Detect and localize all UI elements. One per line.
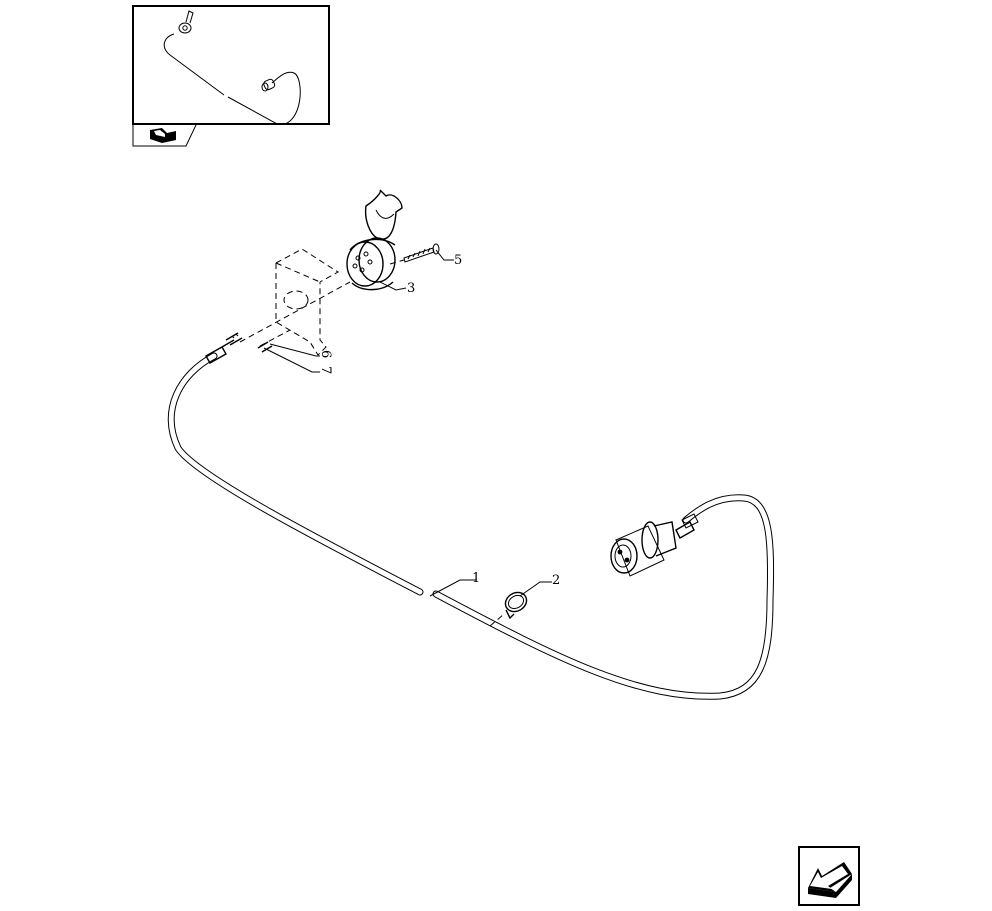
plug-connector <box>610 513 699 577</box>
clip-part-2 <box>489 591 528 627</box>
callout-2: 2 <box>552 573 560 588</box>
overview-thumbnail-icon <box>163 10 301 126</box>
callout-5: 5 <box>454 253 462 268</box>
callout-6: 6 <box>318 350 333 358</box>
socket-part-3 <box>346 189 403 291</box>
mounting-bracket <box>275 248 339 356</box>
terminals-part-6-7 <box>225 332 273 353</box>
callout-7: 7 <box>318 366 333 374</box>
book-icon <box>150 128 176 143</box>
cable-part-1 <box>167 339 775 700</box>
back-button[interactable] <box>798 846 860 906</box>
back-arrow-icon <box>808 862 852 898</box>
screw-part-5 <box>389 243 440 265</box>
overview-thumbnail[interactable] <box>132 5 330 126</box>
thumbnail-tab <box>132 124 197 147</box>
callout-3: 3 <box>407 281 415 296</box>
callout-1: 1 <box>472 571 480 586</box>
